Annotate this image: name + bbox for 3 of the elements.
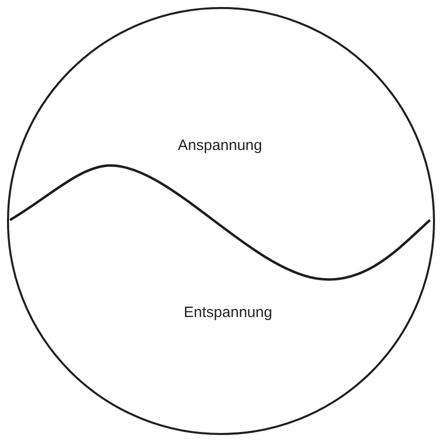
region-label: Anspannung	[178, 136, 262, 156]
circle-diagram	[7, 7, 435, 435]
region-label: Entspannung	[184, 303, 272, 323]
